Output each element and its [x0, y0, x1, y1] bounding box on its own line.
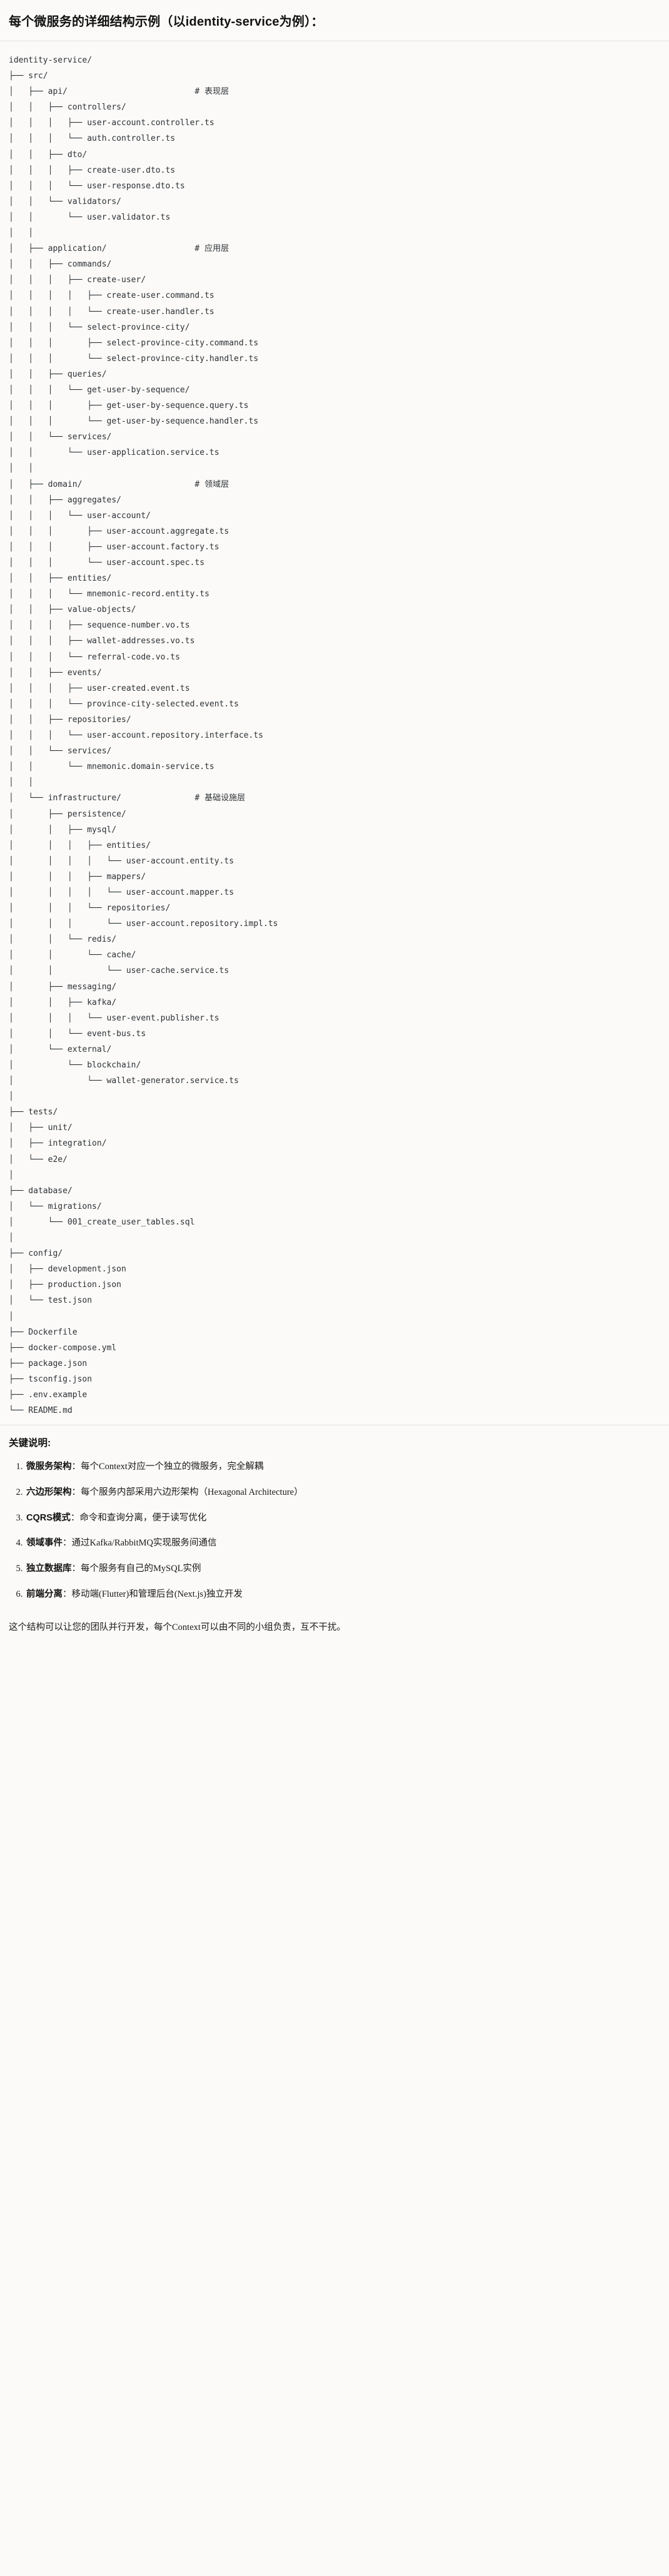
list-item: CQRS模式：命令和查询分离，便于读写优化: [25, 1512, 660, 1525]
key-point-label: CQRS模式: [26, 1512, 71, 1523]
title-block: 每个微服务的详细结构示例（以identity-service为例）：: [0, 0, 669, 41]
document-page: 每个微服务的详细结构示例（以identity-service为例）： ident…: [0, 0, 669, 1647]
key-point-text: ：每个服务内部采用六边形架构（Hexagonal Architecture）: [71, 1487, 303, 1497]
key-point-text: ：命令和查询分离，便于读写优化: [70, 1512, 207, 1523]
summary-paragraph: 这个结构可以让您的团队并行开发，每个Context可以由不同的小组负责，互不干扰…: [9, 1622, 346, 1632]
key-point-text: ：通过Kafka/RabbitMQ实现服务间通信: [63, 1538, 217, 1549]
list-item: 微服务架构：每个Context对应一个独立的微服务，完全解耦: [25, 1460, 660, 1474]
key-points-block: 关键说明: 微服务架构：每个Context对应一个独立的微服务，完全解耦 六边形…: [0, 1425, 669, 1606]
list-item: 独立数据库：每个服务有自己的MySQL实例: [25, 1562, 660, 1576]
key-points-heading: 关键说明:: [9, 1438, 51, 1449]
page-title: 每个微服务的详细结构示例（以identity-service为例）：: [9, 15, 324, 29]
directory-tree: identity-service/ ├── src/ │ ├── api/ # …: [9, 56, 278, 1416]
key-point-text: ：每个服务有自己的MySQL实例: [71, 1564, 201, 1574]
key-point-label: 六边形架构: [26, 1487, 72, 1497]
list-item: 领域事件：通过Kafka/RabbitMQ实现服务间通信: [25, 1537, 660, 1550]
list-item: 六边形架构：每个服务内部采用六边形架构（Hexagonal Architectu…: [25, 1486, 660, 1500]
key-point-label: 独立数据库: [26, 1564, 72, 1574]
key-point-label: 微服务架构: [26, 1462, 72, 1472]
key-point-text: ：每个Context对应一个独立的微服务，完全解耦: [71, 1462, 264, 1472]
footer-block: 这个结构可以让您的团队并行开发，每个Context可以由不同的小组负责，互不干扰…: [0, 1606, 669, 1647]
key-point-label: 前端分离: [26, 1589, 63, 1599]
list-item: 前端分离：移动端(Flutter)和管理后台(Next.js)独立开发: [25, 1588, 660, 1602]
key-points-list: 微服务架构：每个Context对应一个独立的微服务，完全解耦 六边形架构：每个服…: [9, 1460, 660, 1602]
directory-tree-block: identity-service/ ├── src/ │ ├── api/ # …: [0, 41, 669, 1425]
key-point-text: ：移动端(Flutter)和管理后台(Next.js)独立开发: [63, 1589, 243, 1599]
key-point-label: 领域事件: [26, 1538, 63, 1549]
